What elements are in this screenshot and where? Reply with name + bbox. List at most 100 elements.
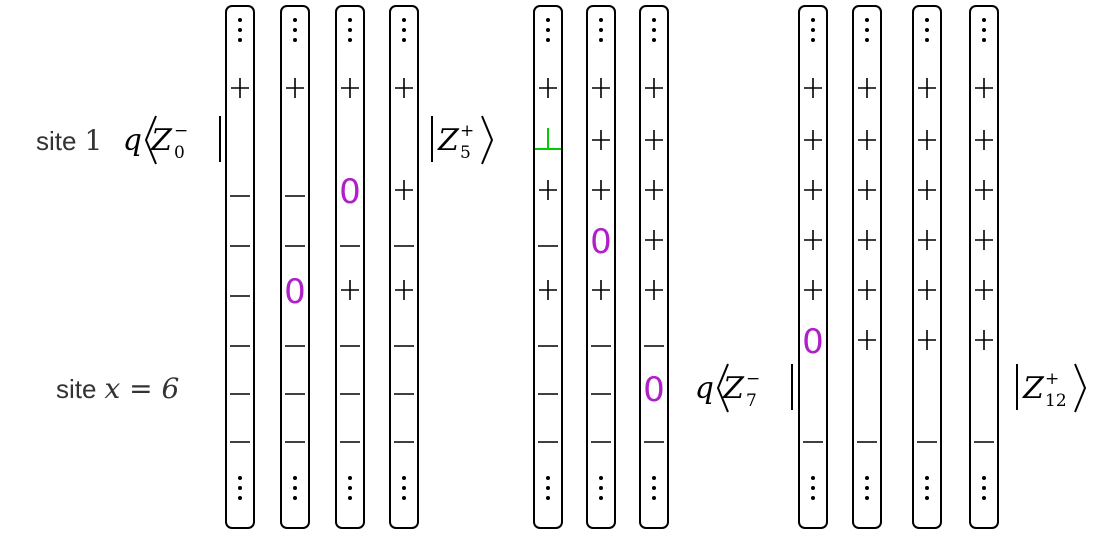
cell-1-2-9: [652, 476, 656, 500]
cell-2-2-6: [918, 330, 936, 350]
strip-frame: [639, 5, 669, 529]
cell-2-2-5: [918, 280, 936, 300]
cell-2-3-0: [982, 18, 986, 42]
cell-2-1-2: [858, 130, 876, 150]
strip-3-1: 0: [798, 5, 828, 529]
cell-1-2-5: [645, 280, 663, 300]
cell-0-2-5: [341, 280, 359, 300]
cell-0-2-3: 0: [339, 172, 361, 212]
cell-1-0-0: [546, 18, 550, 42]
ket-sup: +: [460, 121, 474, 141]
ket-angle: [481, 115, 494, 165]
bra-sub: 0: [174, 143, 185, 163]
cell-0-0-1: [231, 78, 249, 98]
strip-frame: [335, 5, 365, 529]
svg-text:0: 0: [284, 272, 306, 312]
site-word: site: [36, 126, 76, 156]
cell-0-2-1: [341, 78, 359, 98]
cell-2-0-0: [811, 18, 815, 42]
cell-1-1-1: [592, 78, 610, 98]
svg-text:0: 0: [590, 222, 612, 262]
site-1-label: site 1: [36, 124, 102, 157]
cell-2-1-5: [858, 280, 876, 300]
cell-2-1-0: [865, 18, 869, 42]
cell-0-1-5: 0: [284, 272, 306, 312]
cell-2-3-1: [975, 78, 993, 98]
cell-1-1-3: [592, 180, 610, 200]
bra-coefficient: q: [695, 371, 714, 406]
cell-2-0-6: 0: [802, 322, 824, 362]
cell-0-2-9: [348, 476, 352, 500]
cell-1-2-1: [645, 78, 663, 98]
cell-1-0-1: [539, 78, 557, 98]
bra-angle: [716, 363, 729, 413]
bra-coefficient: q: [123, 123, 142, 158]
cell-2-3-2: [975, 130, 993, 150]
cell-2-1-1: [858, 78, 876, 98]
strip-1-4: [389, 5, 419, 529]
strip-frame: [852, 5, 882, 529]
cell-0-3-9: [402, 476, 406, 500]
cell-2-3-5: [975, 280, 993, 300]
ket-sub: 12: [1045, 391, 1067, 411]
cell-2-2-4: [918, 230, 936, 250]
strip-frame: [912, 5, 942, 529]
bra-sub: 7: [746, 391, 757, 411]
cell-2-0-1: [804, 78, 822, 98]
ket-angle: [1074, 363, 1087, 413]
cell-1-1-0: [599, 18, 603, 42]
svg-text:0: 0: [802, 322, 824, 362]
cell-2-1-3: [858, 180, 876, 200]
cell-0-1-1: [286, 78, 304, 98]
strip-2-2: 0: [586, 5, 616, 529]
group-2: 00: [533, 5, 669, 529]
cell-2-2-1: [918, 78, 936, 98]
bra-1: Z−0 q: [123, 115, 221, 165]
bra-operator: Z: [150, 123, 173, 158]
cell-1-1-2: [592, 130, 610, 150]
bra-sup: −: [174, 121, 188, 141]
cell-1-2-3: [645, 180, 663, 200]
cell-0-3-5: [395, 280, 413, 300]
strip-3-4: [969, 5, 999, 529]
strip-2-3: 0: [639, 5, 669, 529]
cell-2-3-3: [975, 180, 993, 200]
cell-1-0-5: [539, 280, 557, 300]
cell-2-0-3: [804, 180, 822, 200]
strip-frame: [389, 5, 419, 529]
svg-text:0: 0: [643, 370, 665, 410]
cell-2-2-3: [918, 180, 936, 200]
cell-2-3-9: [982, 476, 986, 500]
cell-2-1-9: [865, 476, 869, 500]
cell-1-0-9: [546, 476, 550, 500]
strip-1-3: 0: [335, 5, 365, 529]
cell-0-0-0: [238, 18, 242, 42]
cell-1-2-2: [645, 130, 663, 150]
strip-frame: [969, 5, 999, 529]
svg-text:0: 0: [339, 172, 361, 212]
cell-2-0-2: [804, 130, 822, 150]
ket-sup: +: [1045, 369, 1059, 389]
cell-2-2-2: [918, 130, 936, 150]
site-index: x = 6: [104, 372, 179, 405]
cell-2-2-0: [925, 18, 929, 42]
cell-1-2-0: [652, 18, 656, 42]
ket-1: Z+5: [431, 115, 494, 165]
strip-2-1: [533, 5, 563, 529]
cell-1-2-7: 0: [643, 370, 665, 410]
row-labels: site 1 site x = 6: [36, 124, 179, 405]
ket-3: Z+12: [1016, 363, 1087, 413]
site-index: 1: [84, 124, 102, 157]
cell-2-2-9: [925, 476, 929, 500]
site-word: site: [56, 374, 96, 404]
strip-frame: [225, 5, 255, 529]
cell-0-3-0: [402, 18, 406, 42]
cell-1-0-2: [535, 128, 561, 150]
cell-1-0-3: [539, 180, 557, 200]
strip-1-1: [225, 5, 255, 529]
cell-1-2-4: [645, 230, 663, 250]
